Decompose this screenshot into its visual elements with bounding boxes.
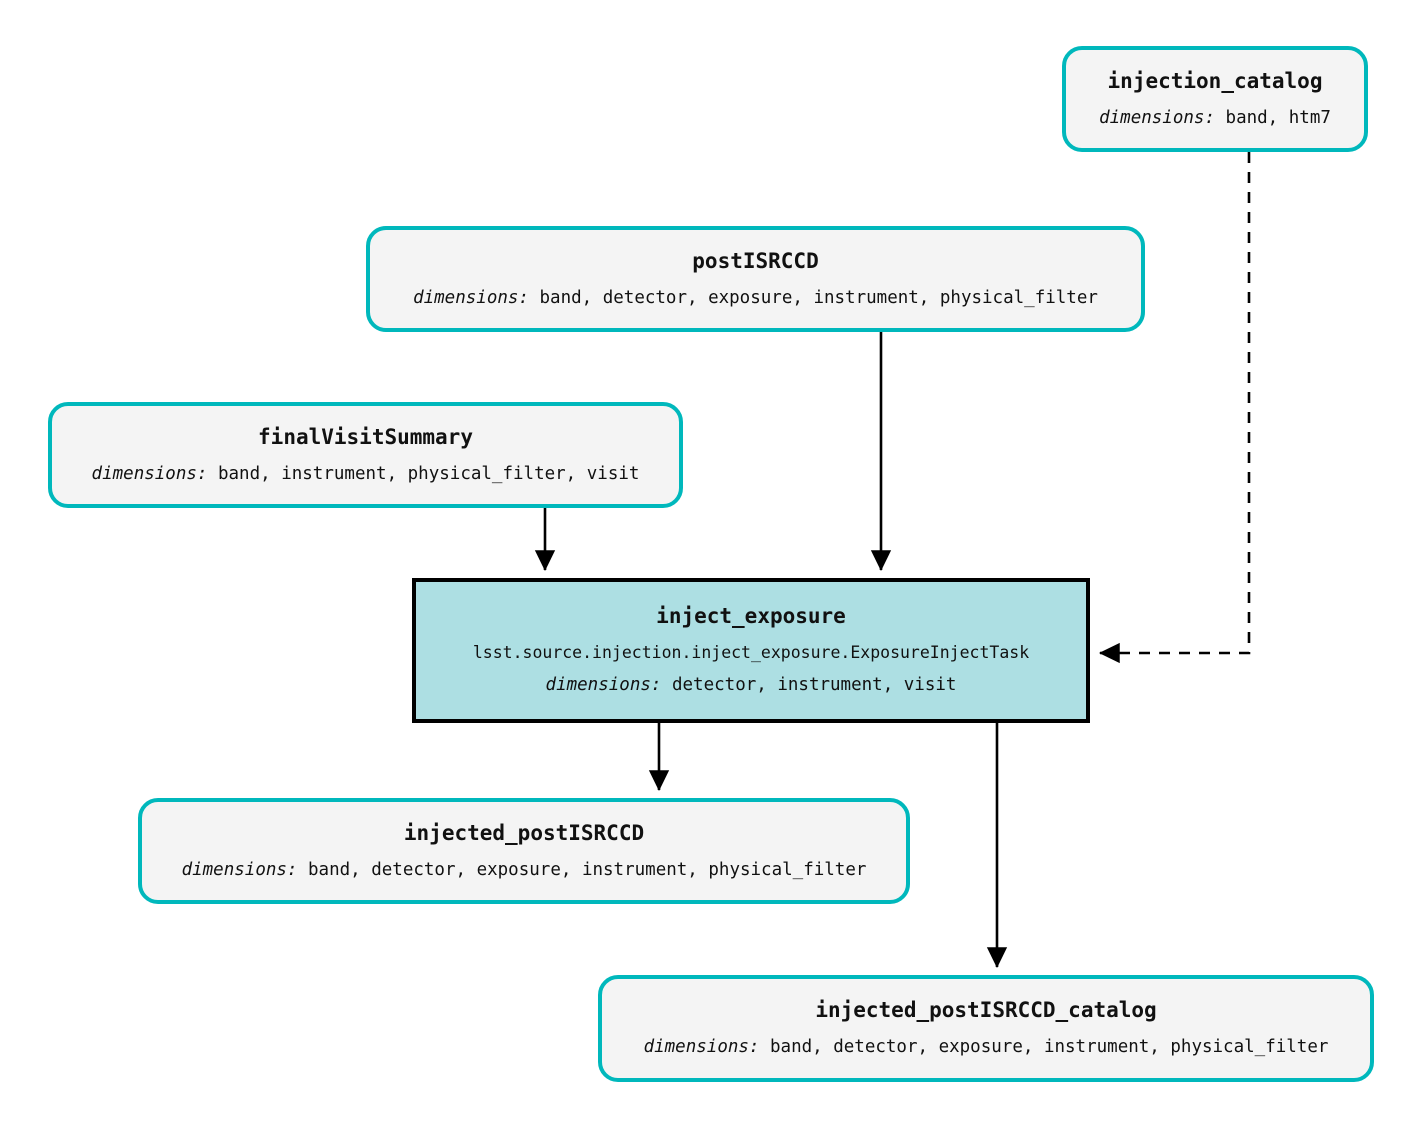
dimensions-label: dimensions: <box>413 287 529 308</box>
dimensions-value: band, htm7 <box>1215 107 1331 128</box>
dimensions-label: dimensions: <box>545 675 662 696</box>
node-title: injection_catalog <box>1107 68 1323 93</box>
dimensions-label: dimensions: <box>643 1037 760 1058</box>
node-title: finalVisitSummary <box>258 424 473 449</box>
node-dimensions: dimensions: band, detector, exposure, in… <box>181 859 867 880</box>
node-dimensions: dimensions: band, detector, exposure, in… <box>413 287 1098 308</box>
dimensions-label: dimensions: <box>181 859 298 880</box>
node-title: injected_postISRCCD_catalog <box>815 998 1157 1023</box>
node-dimensions: dimensions: band, detector, exposure, in… <box>644 1038 1329 1057</box>
node-dimensions: dimensions: band, instrument, physical_f… <box>91 463 640 484</box>
dimensions-label: dimensions: <box>91 463 208 484</box>
dimensions-value: band, detector, exposure, instrument, ph… <box>297 859 867 880</box>
dataset-node-injected-postisrccd[interactable]: injected_postISRCCD dimensions: band, de… <box>138 798 910 904</box>
dimensions-label: dimensions: <box>1099 107 1215 128</box>
node-classpath: lsst.source.injection.inject_exposure.Ex… <box>472 643 1030 663</box>
node-dimensions: dimensions: detector, instrument, visit <box>546 676 957 695</box>
dimensions-value: band, instrument, physical_filter, visit <box>207 463 640 484</box>
dimensions-value: detector, instrument, visit <box>661 675 957 696</box>
dimensions-value: band, detector, exposure, instrument, ph… <box>759 1037 1329 1058</box>
node-title: injected_postISRCCD <box>403 820 645 845</box>
dataset-node-injected-postisrccd-catalog[interactable]: injected_postISRCCD_catalog dimensions: … <box>598 975 1374 1082</box>
dataset-node-finalvisitsummary[interactable]: finalVisitSummary dimensions: band, inst… <box>48 402 683 508</box>
node-title: inject_exposure <box>656 604 846 629</box>
dataset-node-injection-catalog[interactable]: injection_catalog dimensions: band, htm7 <box>1062 46 1368 152</box>
dimensions-value: band, detector, exposure, instrument, ph… <box>528 287 1098 308</box>
node-dimensions: dimensions: band, htm7 <box>1099 107 1331 128</box>
node-title: postISRCCD <box>692 248 819 273</box>
dataset-node-postisrccd[interactable]: postISRCCD dimensions: band, detector, e… <box>366 226 1145 332</box>
task-node-inject-exposure[interactable]: inject_exposure lsst.source.injection.in… <box>412 578 1090 723</box>
